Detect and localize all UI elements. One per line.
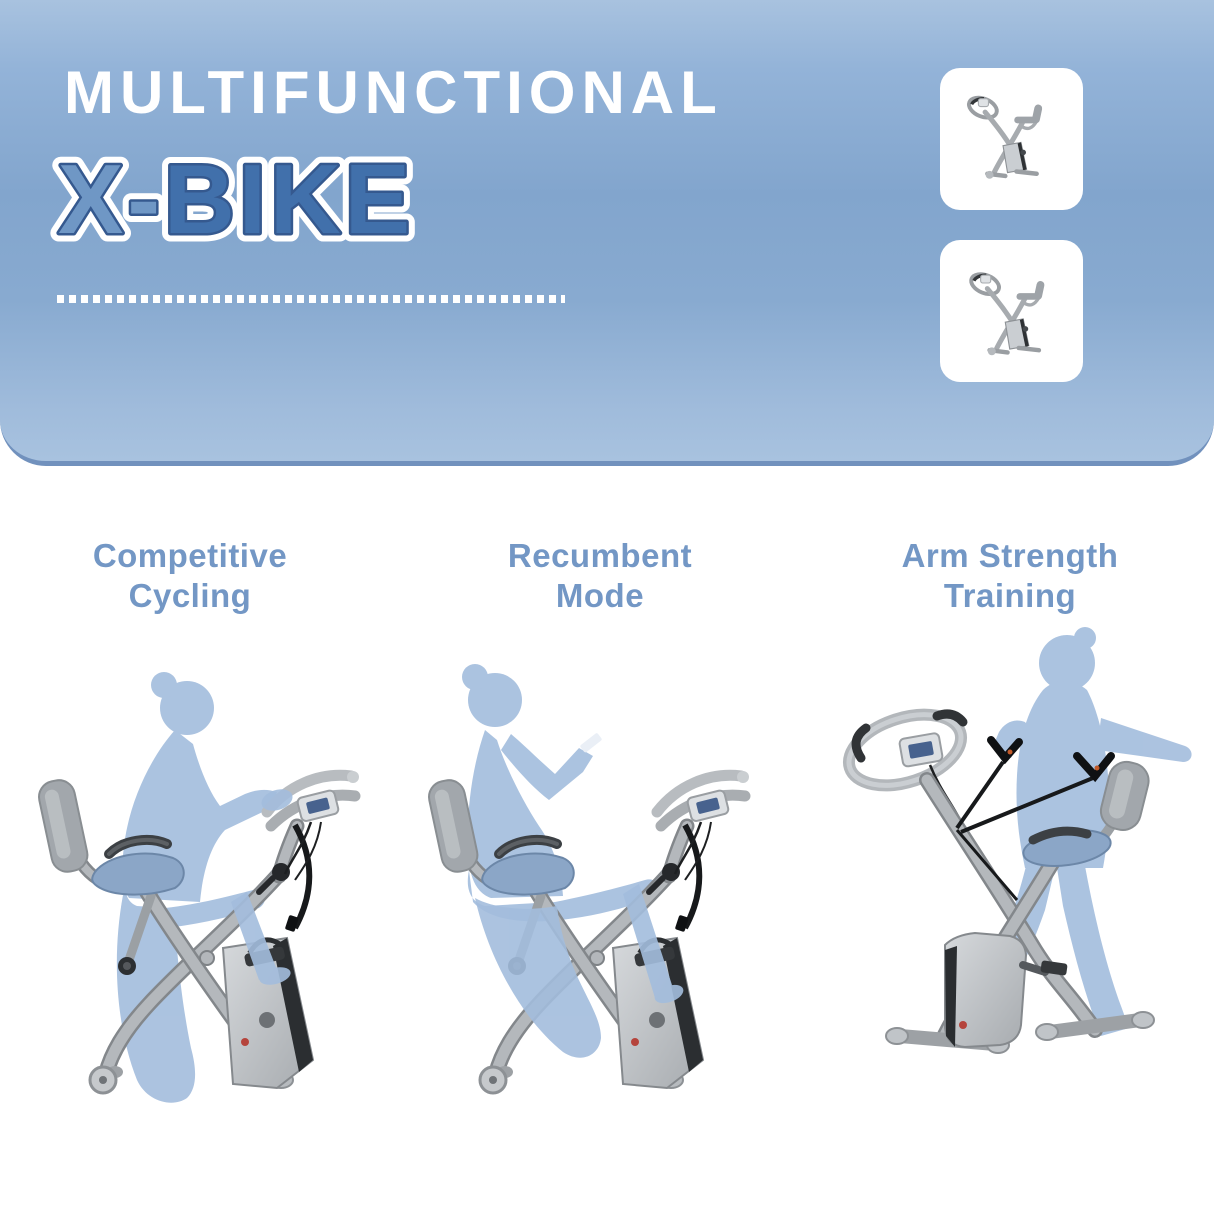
hero-subtitle: X-BIKE X-BIKE xyxy=(50,150,419,263)
rider-silhouette-recumbent-front-parts xyxy=(475,884,684,1058)
thumbnail-card-recumbent xyxy=(940,240,1083,382)
hero-title: MULTIFUNCTIONAL xyxy=(64,59,723,126)
mode-label-recumbent-mode: Recumbent Mode xyxy=(507,537,693,614)
figure-recumbent-mode xyxy=(405,664,805,1200)
folding-xbike-recumbent-icon xyxy=(956,255,1068,367)
rider-silhouette-upright-front-parts xyxy=(231,789,293,985)
mode-label-competitive-cycling: Competitive Cycling xyxy=(92,537,288,614)
figure-arm-strength-training xyxy=(842,627,1192,1054)
mode-label-arm-strength-training: Arm Strength Training xyxy=(901,537,1119,614)
dotted-divider xyxy=(57,295,565,303)
resistance-bands xyxy=(955,736,1115,901)
hero-subtitle-outline: X-BIKE xyxy=(58,150,414,254)
folding-xbike-upright-icon xyxy=(956,83,1068,195)
hero-banner: MULTIFUNCTIONAL X-BIKE X-BIKE xyxy=(0,0,1214,466)
hero-subtitle-text: X-BIKE xyxy=(58,150,414,254)
thumbnail-card-upright xyxy=(940,68,1083,210)
figure-competitive-cycling xyxy=(15,672,415,1103)
